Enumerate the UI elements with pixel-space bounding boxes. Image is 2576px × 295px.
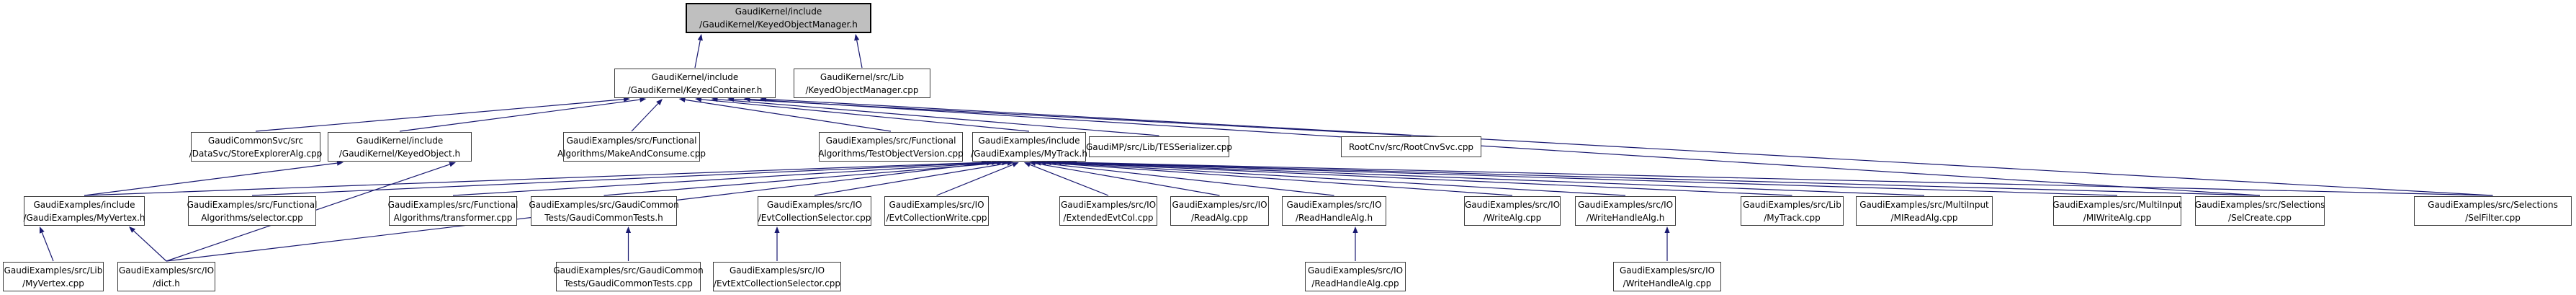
graph-node-label: GaudiMP/src/Lib/TESSerializer.cpp	[1085, 141, 1233, 152]
graph-node-evtcollectionselector-cpp[interactable]: GaudiExamples/src/IO/EvtCollectionSelect…	[758, 196, 871, 226]
graph-node-label: /EvtExtCollectionSelector.cpp	[714, 278, 841, 289]
graph-node-label: /DataSvc/StoreExplorerAlg.cpp	[189, 148, 323, 159]
graph-node-label: /ReadHandleAlg.h	[1295, 212, 1373, 223]
graph-node-label: GaudiExamples/src/Functional	[387, 199, 519, 210]
graph-node-label: GaudiExamples/src/Selections	[2428, 199, 2558, 210]
graph-node-label: /MyVertex.cpp	[22, 278, 84, 289]
graph-node-readalg-cpp[interactable]: GaudiExamples/src/IO/ReadAlg.cpp	[1170, 196, 1269, 226]
graph-node-selfilter-cpp[interactable]: GaudiExamples/src/Selections/SelFilter.c…	[2414, 196, 2572, 226]
graph-node-label: GaudiExamples/src/IO	[118, 265, 215, 276]
graph-node-label: GaudiExamples/src/MultiInput	[1859, 199, 1989, 210]
graph-node-label: /EvtCollectionWrite.cpp	[886, 212, 987, 223]
graph-node-label: /WriteAlg.cpp	[1483, 212, 1542, 223]
graph-node-label: /GaudiExamples/MyTrack.h	[971, 148, 1087, 159]
graph-node-label: GaudiExamples/src/Functional	[825, 135, 956, 146]
graph-node-label: /GaudiExamples/MyVertex.h	[23, 212, 145, 223]
graph-node-label: /GaudiKernel/KeyedObjectManager.h	[699, 19, 858, 30]
graph-node-tesserializer-cpp[interactable]: GaudiMP/src/Lib/TESSerializer.cpp	[1085, 136, 1233, 157]
graph-node-label: GaudiExamples/src/Selections	[2194, 199, 2325, 210]
graph-node-keyedobjectmanager-cpp[interactable]: GaudiKernel/src/Lib/KeyedObjectManager.c…	[794, 69, 930, 98]
graph-node-evtextcollectionselector-cpp[interactable]: GaudiExamples/src/IO/EvtExtCollectionSel…	[713, 262, 841, 291]
graph-node-rootcnvsvc-cpp[interactable]: RootCnv/src/RootCnvSvc.cpp	[1341, 136, 1481, 157]
graph-node-label: GaudiKernel/include	[356, 135, 444, 146]
graph-node-label: GaudiExamples/src/GaudiCommon	[529, 199, 679, 210]
graph-node-label: /dict.h	[153, 278, 180, 289]
graph-node-keyedobjectmanager-h: GaudiKernel/include/GaudiKernel/KeyedObj…	[686, 3, 871, 33]
graph-node-label: Algorithms/transformer.cpp	[393, 212, 513, 223]
graph-node-mireadalg-cpp[interactable]: GaudiExamples/src/MultiInput/MIReadAlg.c…	[1856, 196, 1993, 226]
graph-node-label: GaudiExamples/src/Functional	[187, 199, 318, 210]
graph-node-miwritealg-cpp[interactable]: GaudiExamples/src/MultiInput/MIWriteAlg.…	[2052, 196, 2182, 226]
graph-node-label: /MIReadAlg.cpp	[1890, 212, 1958, 223]
graph-node-label: GaudiExamples/include	[978, 135, 1080, 146]
graph-node-label: Tests/GaudiCommonTests.h	[544, 212, 663, 223]
graph-node-label: /KeyedObjectManager.cpp	[805, 84, 919, 95]
graph-node-label: GaudiExamples/src/IO	[1464, 199, 1561, 210]
graph-node-label: GaudiExamples/src/Lib	[4, 265, 103, 276]
graph-node-writehandlealg-cpp[interactable]: GaudiExamples/src/IO/WriteHandleAlg.cpp	[1613, 262, 1721, 291]
graph-node-label: GaudiExamples/src/IO	[1307, 265, 1404, 276]
graph-node-myvertex-h[interactable]: GaudiExamples/include/GaudiExamples/MyVe…	[23, 196, 145, 226]
graph-node-label: GaudiExamples/src/Functional	[566, 135, 697, 146]
graph-node-label: GaudiExamples/src/IO	[729, 265, 825, 276]
graph-node-readhandlealg-h[interactable]: GaudiExamples/src/IO/ReadHandleAlg.h	[1282, 196, 1386, 226]
graph-node-label: GaudiKernel/src/Lib	[820, 71, 905, 82]
graph-node-label: /GaudiKernel/KeyedContainer.h	[627, 84, 763, 95]
graph-node-label: GaudiExamples/src/IO	[1172, 199, 1267, 210]
graph-node-label: GaudiExamples/src/IO	[1060, 199, 1157, 210]
graph-node-label: /ReadHandleAlg.cpp	[1311, 278, 1399, 289]
graph-node-evtcollectionwrite-cpp[interactable]: GaudiExamples/src/IO/EvtCollectionWrite.…	[884, 196, 989, 226]
graph-node-label: GaudiKernel/include	[735, 6, 822, 17]
graph-node-label: RootCnv/src/RootCnvSvc.cpp	[1348, 141, 1474, 152]
graph-node-label: /SelFilter.cpp	[2465, 212, 2521, 223]
graph-node-label: GaudiExamples/src/IO	[1577, 199, 1674, 210]
graph-node-keyedcontainer-h[interactable]: GaudiKernel/include/GaudiKernel/KeyedCon…	[614, 69, 776, 98]
graph-node-label: GaudiExamples/src/IO	[766, 199, 863, 210]
graph-node-label: /WriteHandleAlg.h	[1586, 212, 1665, 223]
graph-node-keyedobject-h[interactable]: GaudiKernel/include/GaudiKernel/KeyedObj…	[328, 132, 472, 162]
graph-node-storeexploreralg-cpp[interactable]: GaudiCommonSvc/src/DataSvc/StoreExplorer…	[189, 132, 323, 162]
graph-node-label: GaudiExamples/include	[33, 199, 135, 210]
graph-node-writealg-cpp[interactable]: GaudiExamples/src/IO/WriteAlg.cpp	[1464, 196, 1561, 226]
graph-node-label: /ReadAlg.cpp	[1190, 212, 1248, 223]
graph-node-label: Algorithms/selector.cpp	[201, 212, 303, 223]
graph-node-label: GaudiExamples/src/IO	[1619, 265, 1715, 276]
graph-node-label: /ExtendedEvtCol.cpp	[1063, 212, 1154, 223]
graph-node-label: GaudiExamples/src/IO	[1286, 199, 1382, 210]
graph-node-mytrack-h[interactable]: GaudiExamples/include/GaudiExamples/MyTr…	[971, 132, 1087, 162]
graph-node-label: GaudiKernel/include	[651, 71, 739, 82]
graph-node-label: GaudiExamples/src/Lib	[1743, 199, 1841, 210]
graph-node-label: /SelCreate.cpp	[2228, 212, 2292, 223]
graph-node-label: /GaudiKernel/KeyedObject.h	[338, 148, 461, 159]
graph-node-label: Algorithms/MakeAndConsume.cpp	[557, 148, 706, 159]
graph-node-label: GaudiCommonSvc/src	[207, 135, 304, 146]
graph-node-label: Algorithms/TestObjectVersion.cpp	[818, 148, 964, 159]
graph-node-label: GaudiExamples/src/GaudiCommon	[553, 265, 704, 276]
graph-node-selcreate-cpp[interactable]: GaudiExamples/src/Selections/SelCreate.c…	[2195, 196, 2325, 226]
graph-node-label: /MyTrack.cpp	[1764, 212, 1821, 223]
graph-node-label: GaudiExamples/src/MultiInput	[2052, 199, 2182, 210]
graph-node-label: /MIWriteAlg.cpp	[2083, 212, 2152, 223]
graph-node-myvertex-cpp[interactable]: GaudiExamples/src/Lib/MyVertex.cpp	[3, 262, 104, 291]
graph-node-label: /EvtCollectionSelector.cpp	[758, 212, 871, 223]
graph-node-dict-h[interactable]: GaudiExamples/src/IO/dict.h	[117, 262, 215, 291]
graph-node-label: /WriteHandleAlg.cpp	[1623, 278, 1712, 289]
graph-node-label: GaudiExamples/src/IO	[889, 199, 984, 210]
graph-node-writehandlealg-h[interactable]: GaudiExamples/src/IO/WriteHandleAlg.h	[1575, 196, 1676, 226]
graph-node-extendedevtcol-cpp[interactable]: GaudiExamples/src/IO/ExtendedEvtCol.cpp	[1059, 196, 1157, 226]
graph-node-readhandlealg-cpp[interactable]: GaudiExamples/src/IO/ReadHandleAlg.cpp	[1305, 262, 1406, 291]
graph-node-label: Tests/GaudiCommonTests.cpp	[564, 278, 693, 289]
graph-node-mytrack-cpp[interactable]: GaudiExamples/src/Lib/MyTrack.cpp	[1741, 196, 1844, 226]
